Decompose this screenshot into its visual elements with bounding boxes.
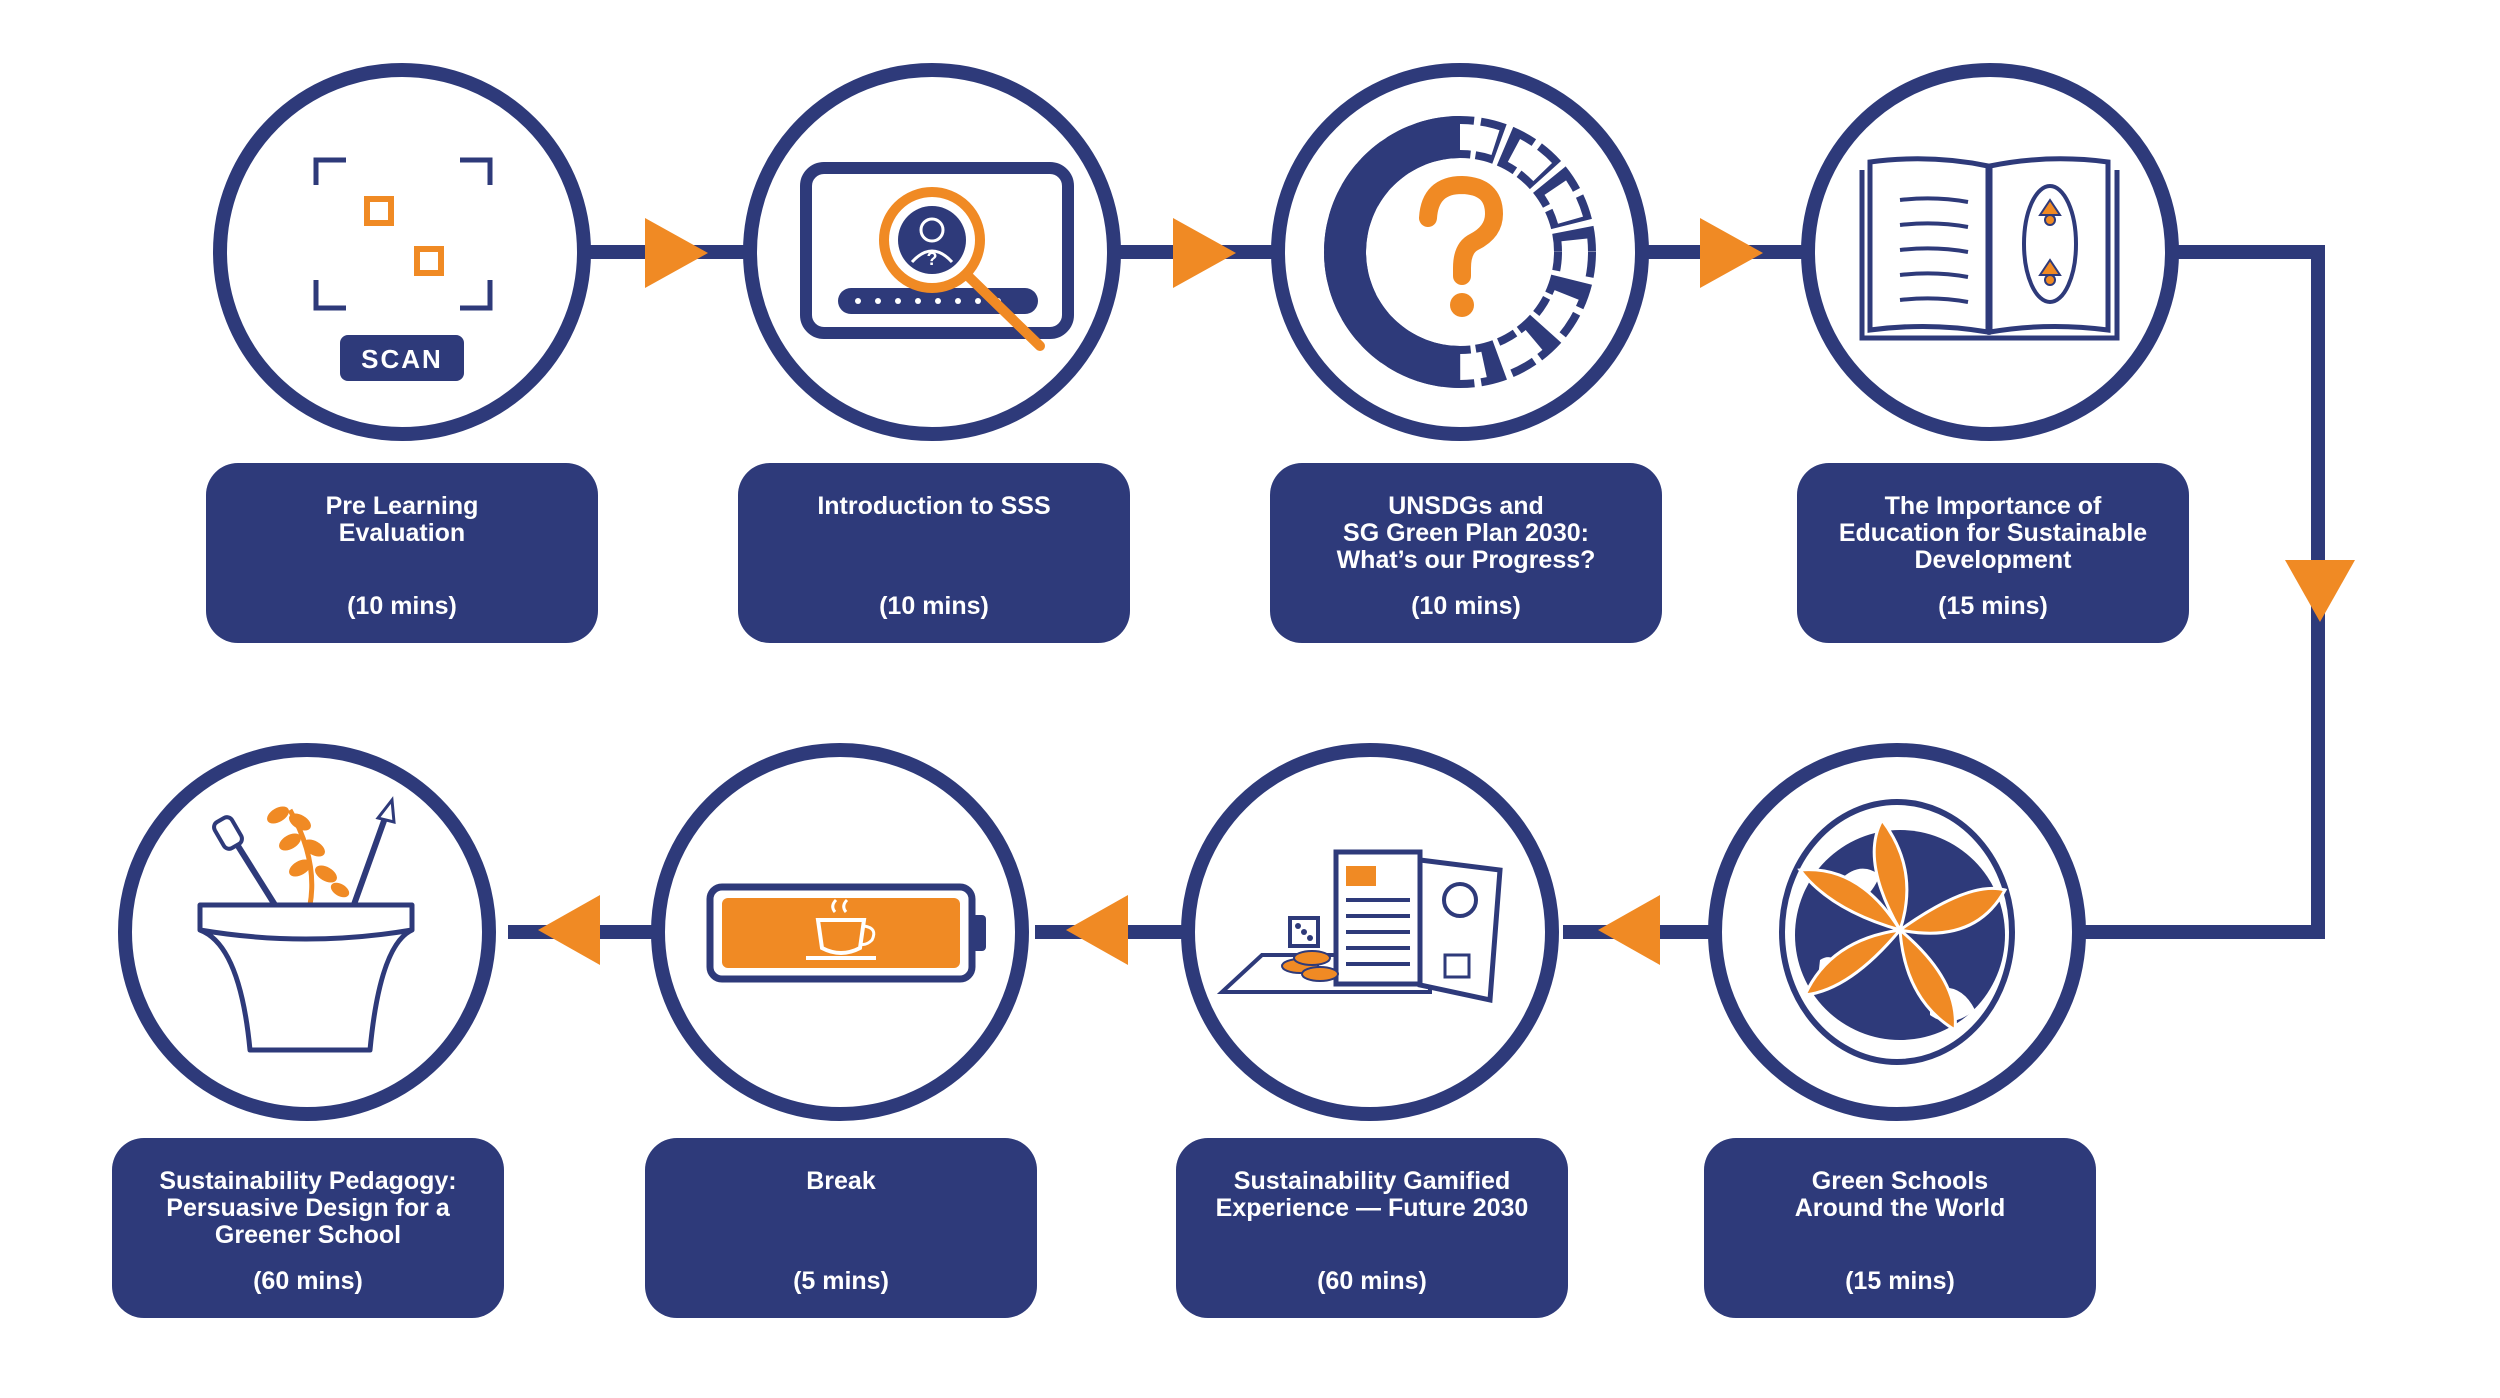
step-duration: (60 mins) [112,1267,504,1296]
step-card-pedagogy: Sustainability Pedagogy: Persuasive Desi… [112,1138,504,1318]
arrow-right [645,218,708,288]
arrow-left [1598,895,1660,965]
step-card-introduction: Introduction to SSS (10 mins) [738,463,1130,643]
coffee-battery-icon [710,887,986,979]
step-duration: (15 mins) [1704,1267,2096,1296]
arrow-right [1700,218,1763,288]
step-card-break: Break (5 mins) [645,1138,1037,1318]
step-title: Introduction to SSS [748,493,1120,520]
globe-leaf-icon [1782,802,2012,1062]
arrow-left [1066,895,1128,965]
arrow-left [538,895,600,965]
step-duration: (15 mins) [1797,592,2189,621]
step-card-unsdgs: UNSDGs and SG Green Plan 2030: What’s ou… [1270,463,1662,643]
arrow-right [1173,218,1236,288]
step-title: Green Schools Around the World [1714,1168,2086,1222]
step-card-pre-learning: Pre Learning Evaluation (10 mins) [206,463,598,643]
step-card-gamified-experience: Sustainability Gamified Experience — Fut… [1176,1138,1568,1318]
step-title: Break [655,1168,1027,1195]
arrow-down [2285,560,2355,622]
scan-label: SCAN [361,344,443,374]
step-card-green-schools: Green Schools Around the World (15 mins) [1704,1138,2096,1318]
step-duration: (60 mins) [1176,1267,1568,1296]
step-card-education-importance: The Importance of Education for Sustaina… [1797,463,2189,643]
step-duration: (5 mins) [645,1267,1037,1296]
step-title: Sustainability Gamified Experience — Fut… [1186,1168,1558,1222]
step-title: Pre Learning Evaluation [216,493,588,547]
open-book-icon [1862,159,2117,338]
step-duration: (10 mins) [206,592,598,621]
svg-text:?: ? [927,249,938,269]
step-title: UNSDGs and SG Green Plan 2030: What’s ou… [1280,493,1652,574]
step-duration: (10 mins) [1270,592,1662,621]
step-title: Sustainability Pedagogy: Persuasive Desi… [122,1168,494,1249]
step-duration: (10 mins) [738,592,1130,621]
step-title: The Importance of Education for Sustaina… [1807,493,2179,574]
